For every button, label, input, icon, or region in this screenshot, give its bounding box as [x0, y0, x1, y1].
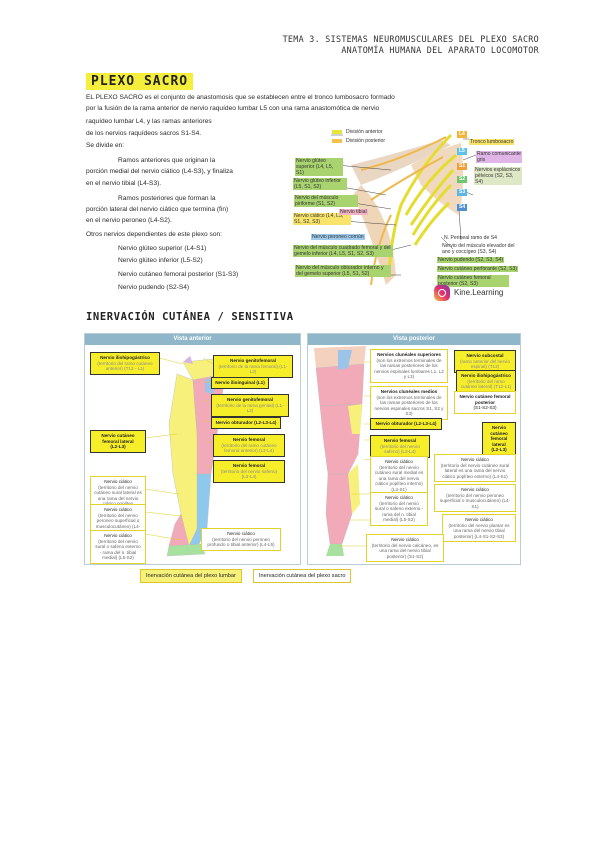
note-line: Nervio pudendo (S2-S4): [118, 284, 190, 291]
label-perforante: Nervio cutáneo perforante (S2, S3): [437, 266, 518, 272]
label-ciatico-sural-post: Nervio ciático(territorio del nervio sur…: [370, 492, 428, 526]
label-obturador: Nervio obturador (L2-L3-L4): [211, 417, 281, 429]
label-femoral-safeno-post: Nervio femoral(territorio del nervio saf…: [370, 435, 430, 458]
posterior-view-title: Vista posterior: [308, 334, 520, 345]
label-gluteo-inferior: Nervio glúteo inferior (L5, S1, S2): [293, 178, 347, 190]
page-title: PLEXO SACRO: [86, 73, 194, 90]
posterior-view-panel: Vista posterior Nervios clunéales superi…: [307, 333, 521, 565]
label-ciatico: Nervio ciático (L4, L5, S1, S2, S3): [293, 213, 351, 225]
note-line: por la fusión de la rama anterior de ner…: [86, 105, 380, 112]
label-ilioinguinal: Nervio ilioinguinal (L1): [211, 377, 269, 389]
label-ciatico-sural-medial: Nervio ciático(territorio del nervio cut…: [370, 456, 428, 496]
label-cluneales-superiores: Nervios clunéales superiores(son los ext…: [370, 349, 448, 383]
header-subject: ANATOMÍA HUMANA DEL APARATO LOCOMOTOR: [341, 45, 539, 55]
note-line: Se divide en:: [86, 142, 125, 149]
label-cuadrado-femoral: Nervio del músculo cuadrado femoral y de…: [293, 245, 393, 257]
note-line: porción medial del nervio ciático (L4-S3…: [86, 168, 233, 175]
root-s2: S2: [457, 176, 468, 183]
instagram-icon: [434, 285, 450, 301]
label-elevador: Nervio del músculo elevador del ano y co…: [442, 243, 515, 255]
label-genitofemoral-femoral: Nervio genitofemoral(territorio de la ra…: [213, 355, 293, 378]
label-genitofemoral-genital: Nervio genitofemoral(territorio de la ra…: [211, 394, 289, 417]
label-iliohipogastrico-post: Nervio iliohipogástrico(territorio del r…: [456, 370, 516, 393]
label-perineal: N. Perineal ramo de S4: [444, 235, 497, 241]
brand-name: Kine.Learning: [454, 288, 504, 297]
root-l5: L5: [457, 148, 467, 155]
plexus-illustration: [330, 133, 477, 286]
legend-posterior-swatch: [332, 139, 342, 143]
note-line: en el nervio tibial (L4-S3).: [86, 180, 162, 187]
label-cutaneo-femoral-posterior: Nervio cutáneo femoral posterior(S1-S2-S…: [454, 391, 516, 414]
label-ramo-comunicante: Ramo comunicante gris: [476, 151, 522, 163]
legend-plexo-sacro: Inervación cutánea del plexo sacro: [253, 569, 352, 583]
note-line: porción lateral del nervio ciático que t…: [86, 206, 229, 213]
anterior-view-title: Vista anterior: [85, 334, 300, 345]
note-line: Ramos posteriores que forman la: [118, 195, 216, 202]
header-topic: TEMA 3. SISTEMAS NEUROMUSCULARES DEL PLE…: [282, 34, 539, 44]
note-line: EL PLEXO SACRO es el conjunto de anastom…: [86, 94, 395, 101]
note-line: Ramos anteriores que originan la: [118, 157, 216, 164]
root-s1: S1: [457, 163, 468, 170]
label-obturador-post: Nervio obturador (L2-L3-L4): [370, 418, 442, 430]
label-ciatico-peroneo-profundo: Nervio ciático(territorio del nervio per…: [201, 528, 281, 551]
label-peroneo: Nervio peroneo común: [311, 234, 365, 240]
plexus-diagram: División anterior División posterior L4 …: [291, 125, 523, 307]
label-piriforme: Nervio del músculo piriforme (S1, S2): [294, 195, 358, 207]
note-line: raquídeo lumbar L4, y las ramas anterior…: [86, 118, 212, 125]
label-cutaneo-femoral-lateral-post: Nervio cutáneo femoral lateral(L2-L3): [482, 422, 516, 456]
section-title: INERVACIÓN CUTÁNEA / SENSITIVA: [86, 311, 294, 323]
label-gluteo-superior: Nervio glúteo superior (L4, L5, S1): [295, 158, 343, 176]
label-tibial: Nervio tibial: [339, 209, 368, 215]
label-ciatico-sural-lateral-post: Nervio ciático(territorio del nervio cut…: [434, 454, 516, 483]
anterior-view-panel: Vista anterior Nervio iliohipogástrico(t…: [84, 333, 301, 565]
legend-anterior-label: División anterior: [346, 129, 383, 135]
label-ciatico-peroneo-superficial-post: Nervio ciático(territorio del nervio per…: [434, 484, 516, 513]
label-iliohipogastrico: Nervio iliohipogástrico(territorio del r…: [90, 352, 160, 375]
legend-plexo-lumbar: Inervación cutánea del plexo lumbar: [140, 569, 242, 583]
legend-anterior-swatch: [332, 130, 342, 134]
root-s4: S4: [457, 204, 468, 211]
label-ciatico-sural: Nervio ciático(territorio del nervio sur…: [90, 530, 146, 564]
label-esplacnicos: Nervios esplácnicos pélvicos (S2, S3, S4…: [474, 167, 522, 185]
note-line: de los nervios raquídeos sacros S1-S4.: [86, 130, 202, 137]
note-line: Nervio cutáneo femoral posterior (S1-S3): [118, 271, 239, 278]
label-cluneales-medios: Nervios clunéales medios(son los extremo…: [370, 386, 448, 420]
label-ciatico-calcaneo: Nervio ciático(territorio del nervio cal…: [366, 534, 444, 563]
legend-posterior-label: División posterior: [346, 138, 386, 144]
note-line: Otros nervios dependientes de este plexo…: [86, 231, 222, 238]
label-tronco-lumbosacro: Tronco lumbosacro: [469, 139, 515, 145]
label-pudendo: Nervio pudendo (S2, S3, S4): [437, 257, 505, 263]
label-femoral-posterior: Nervio cutáneo femoral posterior (S2, S3…: [437, 275, 509, 287]
note-line: Nervio glúteo inferior (L5-S2): [118, 257, 203, 264]
note-line: en el nervio peroneo (L4-S2).: [86, 217, 172, 224]
label-ciatico-plantar: Nervio ciático(territorio del nervio pla…: [442, 514, 516, 543]
root-s3: S3: [457, 189, 468, 196]
note-line: Nervio glúteo superior (L4-S1): [118, 245, 207, 252]
posterior-leg-figure: [314, 346, 477, 556]
root-l4: L4: [457, 131, 467, 138]
label-obturador-interno: Nervio del músculo obturador interno y d…: [295, 265, 391, 277]
label-femoral-anterior: Nervio femoral(territorio del ramo cután…: [213, 434, 285, 457]
label-cutaneo-femoral-lateral: Nervio cutáneo femoral lateral(L2-L3): [90, 430, 146, 453]
label-femoral-safeno: Nervio femoral(territorio del nervio saf…: [213, 460, 285, 483]
